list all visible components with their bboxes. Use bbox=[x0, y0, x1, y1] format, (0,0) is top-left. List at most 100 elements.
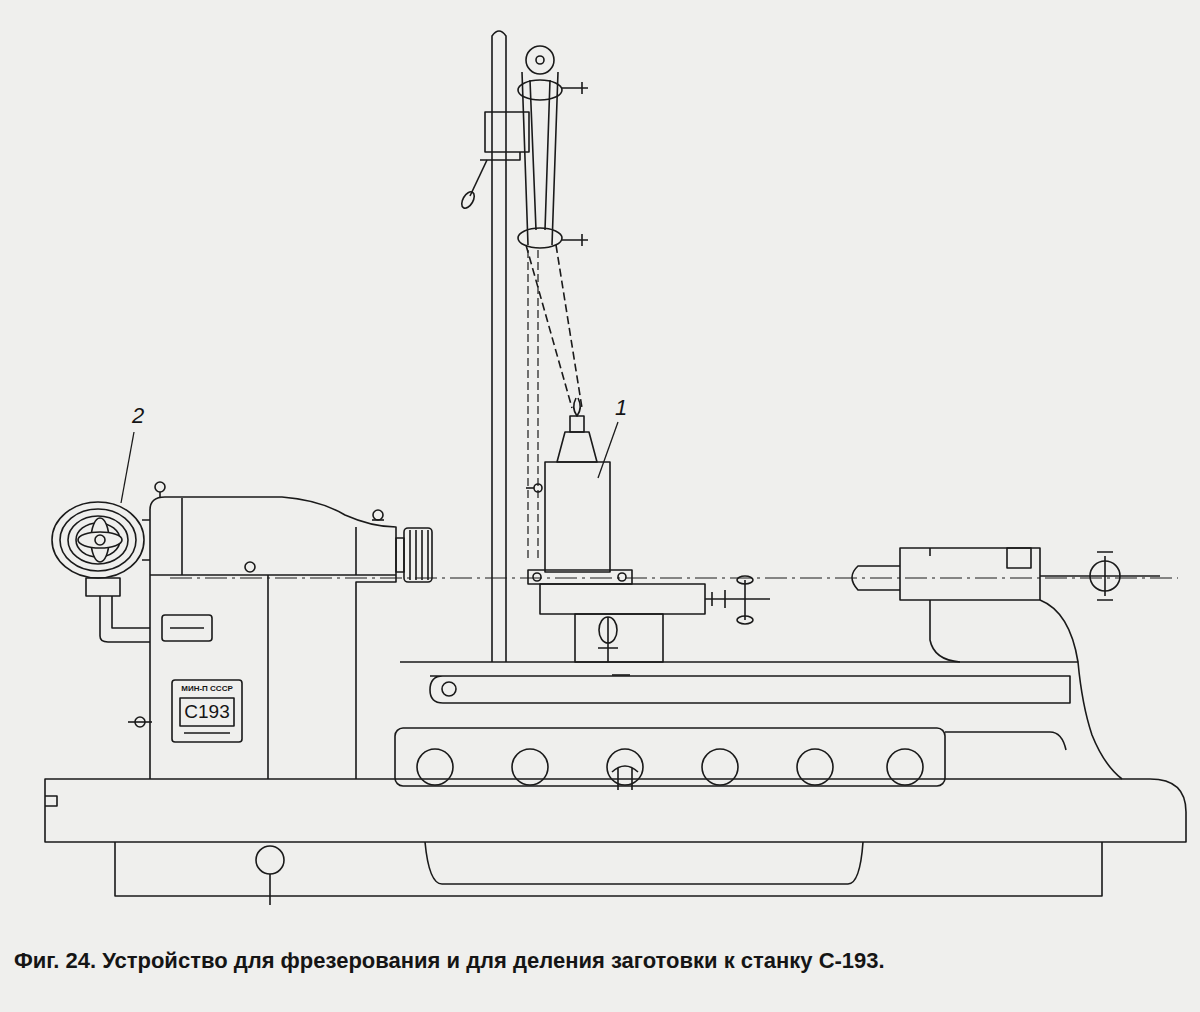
headstock bbox=[128, 721, 152, 723]
tailstock bbox=[929, 548, 931, 556]
name-plate bbox=[180, 698, 234, 726]
carriage bbox=[737, 616, 753, 624]
carriage bbox=[705, 598, 770, 600]
dividing-head bbox=[142, 520, 150, 560]
headstock bbox=[267, 575, 269, 779]
name-plate bbox=[172, 680, 242, 742]
carriage bbox=[540, 576, 770, 675]
dividing-head bbox=[60, 509, 136, 571]
lathe-bed bbox=[702, 749, 738, 785]
machine-base bbox=[115, 842, 1102, 896]
headstock bbox=[181, 498, 183, 575]
spindle-chuck bbox=[410, 530, 428, 580]
milling-head bbox=[533, 573, 541, 581]
carriage bbox=[575, 614, 663, 662]
headstock bbox=[372, 519, 384, 521]
lathe-bed bbox=[395, 662, 1122, 790]
dividing-head bbox=[86, 578, 120, 596]
belt-drive bbox=[526, 46, 554, 74]
column bbox=[480, 152, 520, 160]
center-line bbox=[170, 578, 1178, 579]
headstock bbox=[355, 527, 357, 575]
belt-drive bbox=[526, 245, 582, 408]
headstock bbox=[150, 497, 396, 779]
headstock bbox=[162, 615, 212, 641]
leader-line bbox=[598, 422, 618, 478]
tailstock bbox=[852, 548, 1160, 662]
machine-base bbox=[45, 796, 57, 806]
lathe-bed bbox=[395, 728, 945, 786]
belt-drive bbox=[518, 228, 562, 248]
belt-drive bbox=[518, 46, 588, 560]
tailstock bbox=[900, 548, 1040, 600]
belt-drive bbox=[518, 80, 562, 100]
dividing-head bbox=[52, 502, 144, 578]
milling-head bbox=[557, 432, 597, 462]
belt-drive bbox=[528, 250, 538, 560]
leader-line bbox=[121, 422, 618, 503]
callout-number: 1 bbox=[615, 397, 627, 419]
column bbox=[470, 160, 487, 196]
machine-base bbox=[45, 779, 1186, 842]
machine-base bbox=[425, 842, 863, 884]
lathe-bed bbox=[400, 662, 1122, 779]
column bbox=[459, 190, 477, 211]
lathe-bed bbox=[442, 682, 456, 696]
spindle-chuck bbox=[396, 538, 404, 572]
plate-text: МИН-П СССР bbox=[181, 685, 233, 693]
callout-number: 2 bbox=[132, 405, 144, 427]
carriage bbox=[744, 580, 746, 620]
tailstock bbox=[1040, 575, 1160, 577]
headstock bbox=[245, 562, 255, 572]
dividing-head bbox=[52, 502, 150, 642]
name-plate bbox=[172, 680, 242, 742]
lathe-bed bbox=[945, 732, 1066, 750]
tailstock bbox=[930, 600, 1078, 662]
milling-head bbox=[526, 398, 632, 584]
milling-head bbox=[618, 573, 626, 581]
milling-head bbox=[528, 570, 632, 584]
figure-caption: Фиг. 24. Устройство для фрезерования и д… bbox=[14, 950, 885, 972]
belt-drive bbox=[536, 56, 544, 64]
column bbox=[492, 31, 506, 662]
carriage bbox=[540, 584, 705, 614]
lathe-bed bbox=[607, 749, 643, 785]
spindle-chuck bbox=[404, 528, 432, 582]
belt-drive bbox=[562, 82, 588, 94]
machine-base bbox=[45, 779, 1186, 905]
dividing-head bbox=[68, 516, 128, 564]
headstock bbox=[155, 482, 165, 492]
dividing-head bbox=[95, 535, 105, 545]
column bbox=[485, 112, 529, 152]
headstock bbox=[150, 574, 396, 576]
headstock bbox=[159, 492, 161, 498]
carriage bbox=[737, 576, 753, 584]
column bbox=[459, 31, 529, 662]
milling-head bbox=[534, 484, 542, 492]
machine-base bbox=[269, 874, 271, 905]
carriage bbox=[712, 590, 725, 608]
milling-head bbox=[574, 398, 581, 416]
model-number: С193 bbox=[184, 702, 229, 721]
dividing-head bbox=[78, 532, 122, 548]
headstock bbox=[373, 510, 383, 520]
dividing-head bbox=[112, 596, 150, 628]
carriage bbox=[612, 674, 630, 676]
milling-head bbox=[570, 416, 584, 432]
tailstock bbox=[1007, 548, 1031, 568]
lathe-bed bbox=[417, 749, 453, 785]
belt-drive bbox=[530, 80, 550, 230]
lathe-bed bbox=[512, 749, 548, 785]
lathe-bed bbox=[797, 749, 833, 785]
lathe-bed bbox=[612, 766, 638, 790]
carriage bbox=[598, 617, 618, 662]
headstock bbox=[170, 627, 204, 629]
spindle-chuck bbox=[396, 528, 432, 582]
belt-drive bbox=[562, 234, 588, 246]
milling-head bbox=[545, 462, 610, 572]
headstock bbox=[128, 482, 396, 779]
tailstock bbox=[1097, 552, 1113, 600]
lathe-bed bbox=[887, 749, 923, 785]
lathe-bed bbox=[430, 676, 1070, 703]
